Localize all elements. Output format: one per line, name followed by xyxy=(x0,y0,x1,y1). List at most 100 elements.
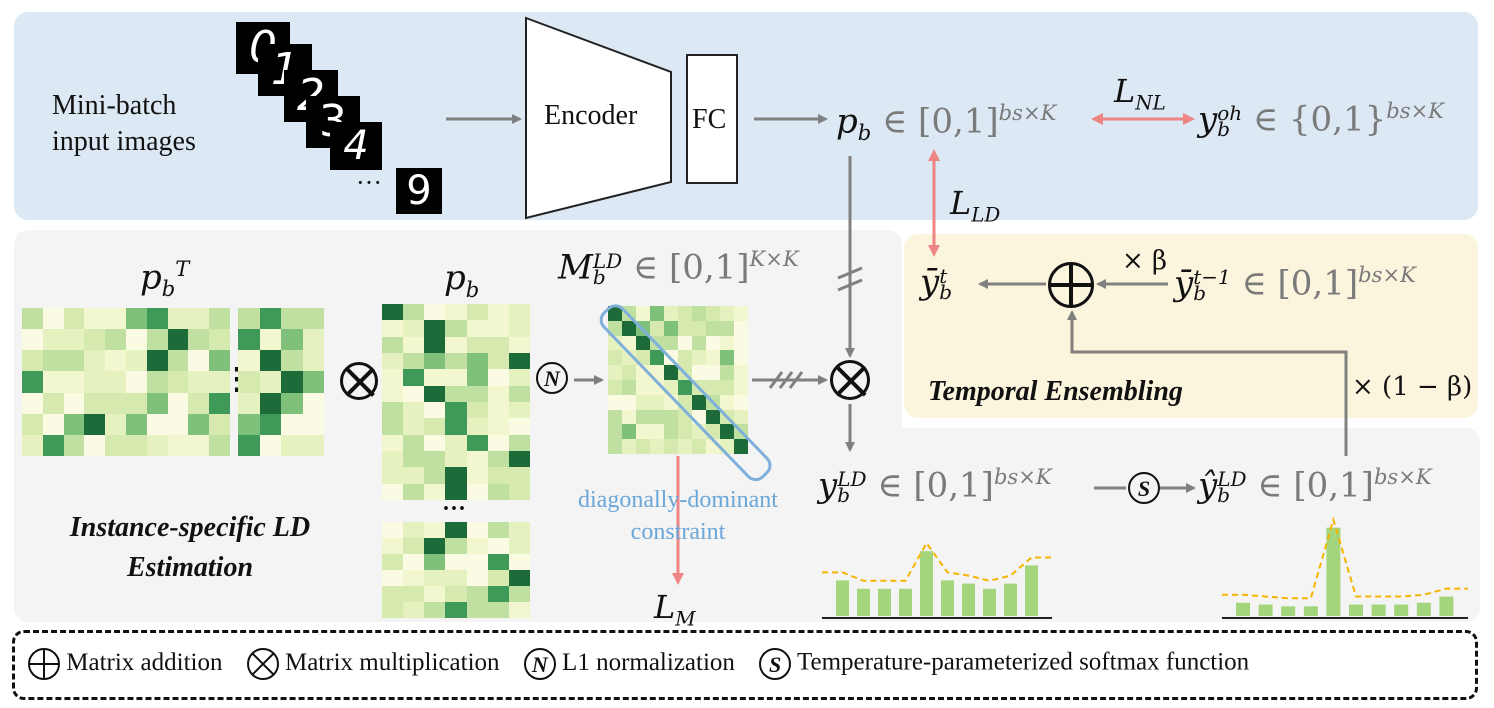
heatmap-cell xyxy=(167,434,189,456)
heatmap-cell xyxy=(466,385,488,402)
heatmap-cell xyxy=(22,329,43,351)
heatmap-cell xyxy=(508,467,530,484)
legend-multiply-label: Matrix multiplication xyxy=(284,648,500,676)
heatmap-cell xyxy=(636,350,650,366)
heatmap-cell xyxy=(734,409,748,425)
heatmap-cell xyxy=(238,329,260,351)
heatmap-cell xyxy=(445,353,467,370)
heatmap-cell xyxy=(382,369,404,386)
heatmap-cell xyxy=(636,335,650,351)
heatmap-cell xyxy=(84,350,106,372)
heatmap-cell xyxy=(281,329,303,351)
heatmap-cell xyxy=(466,451,488,468)
heatmap-cell xyxy=(508,402,530,419)
heatmap-cell xyxy=(466,434,488,451)
heatmap-cell xyxy=(608,394,622,410)
y-ld-sub: b xyxy=(837,483,851,508)
heatmap-cell xyxy=(508,304,530,321)
heatmap-cell xyxy=(466,369,488,386)
heatmap-cell xyxy=(63,371,85,393)
heatmap-cell xyxy=(445,385,467,402)
histogram-bar xyxy=(1004,583,1018,616)
heatmap-cell xyxy=(382,304,404,321)
heatmap-cell xyxy=(403,320,425,337)
loss-nl-symbol: L xyxy=(1114,72,1136,110)
heatmap-cell xyxy=(42,392,64,414)
heatmap-cell xyxy=(706,380,720,395)
heatmap-cell xyxy=(720,365,734,380)
heatmap-cell xyxy=(608,335,622,351)
heatmap-cell xyxy=(238,413,260,435)
heatmap-cell xyxy=(209,392,230,414)
heatmap-cell xyxy=(281,308,303,330)
heatmap-cell xyxy=(42,308,64,330)
input-label-line1: Mini-batch xyxy=(52,90,177,121)
histogram-bar xyxy=(899,588,913,616)
histogram-bar xyxy=(1439,596,1454,616)
encoder-label: Encoder xyxy=(544,100,638,131)
heatmap-cell xyxy=(622,409,636,425)
heatmap-cell xyxy=(281,371,303,393)
heatmap-cell xyxy=(188,413,210,435)
encoder-shape xyxy=(525,16,672,220)
heatmap-cell xyxy=(466,320,488,337)
input-label: Mini-batch input images xyxy=(52,88,196,160)
y-ld-symbol: y xyxy=(818,465,838,506)
heatmap-cell xyxy=(508,451,530,468)
heatmap-cell xyxy=(650,439,664,454)
heatmap-cell xyxy=(281,413,303,435)
heatmap-cell xyxy=(125,329,147,351)
heatmap-cell xyxy=(445,602,467,618)
heatmap-cell xyxy=(508,369,530,386)
heatmap-cell xyxy=(403,451,425,468)
heatmap-cell xyxy=(424,586,446,602)
heatmap-cell xyxy=(403,418,425,435)
heatmap-cell xyxy=(382,451,404,468)
heatmap-cell xyxy=(508,554,530,570)
heatmap-cell xyxy=(167,329,189,351)
heatmap-cell xyxy=(105,413,126,435)
heatmap-cell xyxy=(706,306,720,321)
heatmap-cell xyxy=(146,350,168,372)
heatmap-cell xyxy=(403,586,425,602)
heatmap-cell xyxy=(734,335,748,351)
heatmap-cell xyxy=(302,413,324,435)
heatmap-cell xyxy=(382,570,404,586)
heatmap-cell xyxy=(403,304,425,321)
heatmap-cell xyxy=(259,392,281,414)
heatmap-cell xyxy=(302,350,324,372)
heatmap-cell xyxy=(403,570,425,586)
heatmap-cell xyxy=(42,413,64,435)
heatmap-cell xyxy=(487,467,509,484)
heatmap-cell xyxy=(403,467,425,484)
heatmap-cell xyxy=(692,320,706,336)
pb-domain: ∈ [0,1] xyxy=(882,101,999,142)
yhat-ld-sub: b xyxy=(1217,483,1231,508)
y-ld-sup: LD xyxy=(837,467,867,492)
heatmap-cell xyxy=(382,336,404,353)
heatmap-cell xyxy=(63,413,85,435)
heatmap-cell xyxy=(508,336,530,353)
heatmap-cell xyxy=(146,371,168,393)
heatmap-cell xyxy=(382,353,404,370)
histogram-bar xyxy=(1303,606,1318,616)
y-ld-domain-sup: bs×K xyxy=(993,464,1052,489)
histogram-bar xyxy=(1416,602,1431,616)
heatmap-cell xyxy=(188,434,210,456)
heatmap-cell xyxy=(424,402,446,419)
heatmap-cell xyxy=(209,413,230,435)
loss-m-sub: M xyxy=(675,607,696,631)
diagonal-constraint-outline xyxy=(599,304,772,482)
heatmap-cell xyxy=(720,306,734,321)
heatmap-cell xyxy=(636,394,650,410)
heatmap-cell xyxy=(424,304,446,321)
heatmap-cell xyxy=(167,371,189,393)
heatmap-ld-matrix xyxy=(608,306,748,454)
heatmap-cell xyxy=(22,434,43,456)
histogram-curve xyxy=(1222,516,1468,600)
digit-image-4: 4 xyxy=(330,122,382,170)
histogram-bar xyxy=(1025,565,1039,616)
